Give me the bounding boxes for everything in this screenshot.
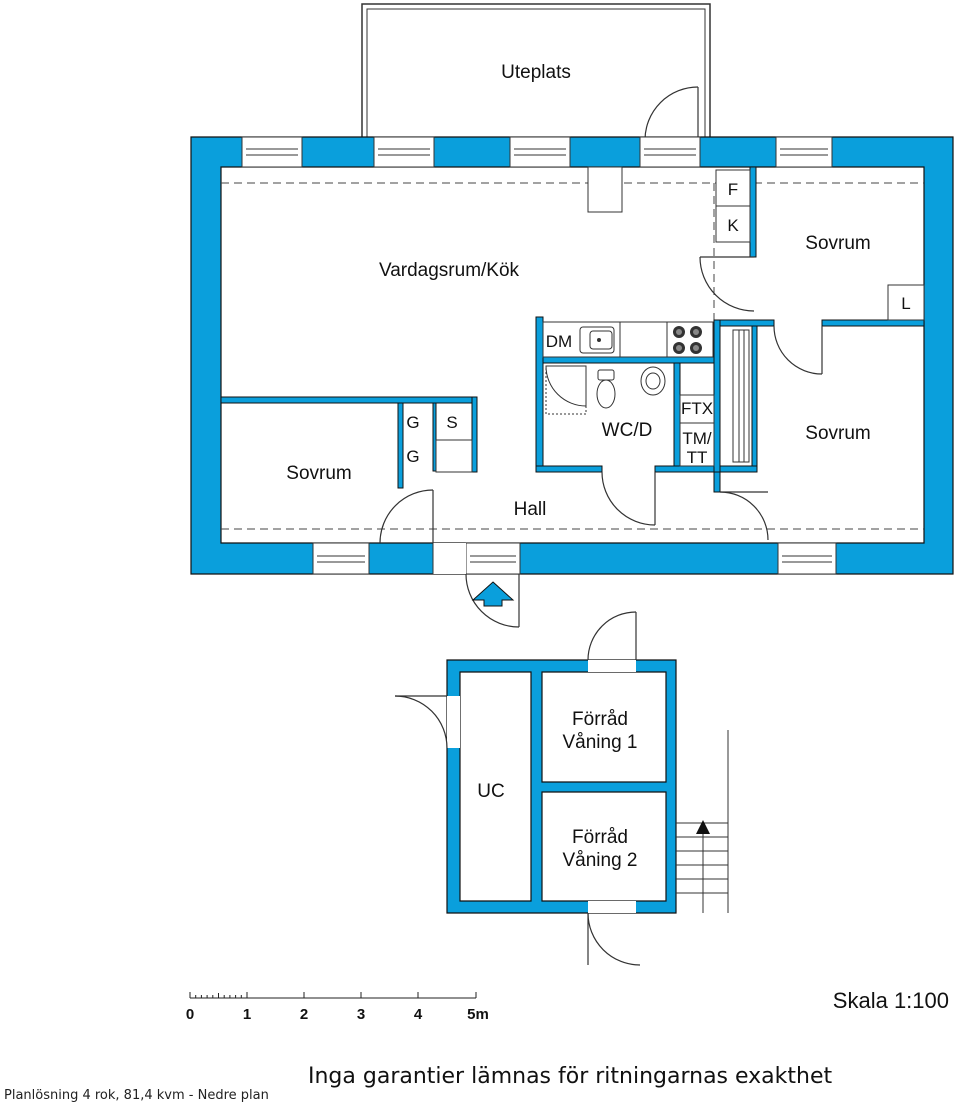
room-label-storage2-line1: Förråd — [572, 827, 628, 848]
scale-bar — [189, 992, 477, 999]
disclaimer: Inga garantier lämnas för ritningarnas e… — [308, 1064, 833, 1089]
interior-walls — [220, 166, 925, 493]
room-label-uc: UC — [477, 781, 504, 802]
windows-bottom — [312, 542, 837, 575]
label-s: S — [446, 413, 457, 432]
room-label-storage1-line2: Våning 1 — [562, 732, 637, 753]
label-g2: G — [406, 447, 419, 466]
room-label-bathroom: WC/D — [602, 420, 653, 441]
utility-boxes — [679, 394, 715, 467]
closet-boxes — [435, 439, 473, 473]
stove-icon — [666, 321, 714, 358]
scale-tick-0: 0 — [186, 1006, 194, 1023]
scale-tick-3: 3 — [357, 1006, 365, 1023]
room-label-terrace: Uteplats — [501, 62, 571, 83]
wardrobe-strip — [732, 329, 750, 463]
wardrobe-l — [887, 284, 925, 321]
floor-plan: Uteplats — [186, 3, 954, 1023]
windows-top — [241, 136, 833, 168]
room-label-hall: Hall — [514, 499, 547, 520]
terrace — [361, 3, 711, 141]
room-label-living-kitchen: Vardagsrum/Kök — [379, 260, 520, 281]
doors-main — [379, 256, 823, 628]
doors-storage — [394, 611, 641, 966]
room-label-bedroom-w: Sovrum — [286, 463, 351, 484]
door-terrace — [644, 86, 699, 141]
label-f: F — [728, 180, 738, 199]
fk-column — [715, 169, 751, 243]
room-label-bedroom-ne: Sovrum — [805, 233, 870, 254]
scale-tick-2: 2 — [300, 1006, 308, 1023]
dashed-lines — [221, 182, 924, 530]
label-l: L — [901, 294, 910, 313]
plan-caption: Planlösning 4 rok, 81,4 kvm - Nedre plan — [4, 1088, 269, 1103]
label-dm: DM — [546, 332, 572, 351]
ventilation-box — [587, 166, 623, 213]
storage-walls — [446, 659, 677, 914]
stair-arrow-icon — [696, 820, 710, 834]
room-label-storage1-line1: Förråd — [572, 709, 628, 730]
entrance-arrow-icon — [471, 581, 515, 607]
room-label-bedroom-e: Sovrum — [805, 423, 870, 444]
scale-title: Skala 1:100 — [833, 988, 949, 1013]
room-label-storage2-line2: Våning 2 — [562, 850, 637, 871]
label-ftx: FTX — [681, 399, 713, 418]
label-g1: G — [406, 413, 419, 432]
scale-tick-1: 1 — [243, 1006, 251, 1023]
scale-tick-4: 4 — [414, 1006, 423, 1023]
label-tt: TT — [687, 448, 708, 467]
scale-tick-5: 5m — [467, 1006, 489, 1023]
label-k: K — [727, 216, 739, 235]
bathroom-fixtures — [545, 365, 666, 415]
label-tm: TM/ — [682, 429, 712, 448]
stairs — [676, 730, 729, 913]
entrance-opening — [433, 543, 466, 574]
